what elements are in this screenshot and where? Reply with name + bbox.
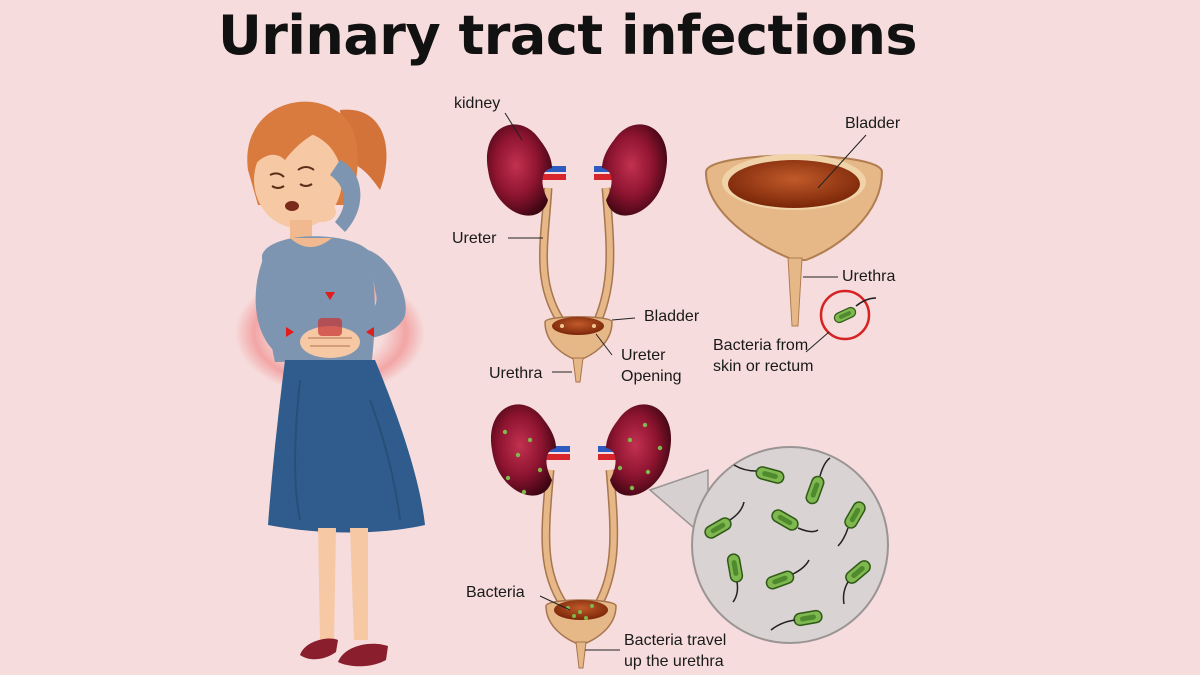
label-bacteria-travel-line2: up the urethra xyxy=(624,653,724,670)
woman-figure xyxy=(235,101,425,667)
label-urethra-small: Urethra xyxy=(489,365,543,382)
label-ureter-opening-line2: Opening xyxy=(621,368,682,385)
label-bacteria: Bacteria xyxy=(466,584,525,601)
urinary-system-healthy xyxy=(486,112,668,383)
kidney-right xyxy=(602,124,668,216)
label-bladder-large: Bladder xyxy=(845,115,901,132)
label-bacteria-from-line1: Bacteria from xyxy=(713,337,809,354)
page-title: Urinary tract infections xyxy=(217,4,918,67)
label-bacteria-travel-line1: Bacteria travel xyxy=(624,632,727,649)
label-bladder-small: Bladder xyxy=(644,308,700,325)
label-bacteria-from-line2: skin or rectum xyxy=(713,358,814,375)
label-urethra-large: Urethra xyxy=(842,268,896,285)
kidney-right-infected xyxy=(606,404,672,496)
bacteria-callout-circle xyxy=(819,289,871,341)
label-ureter: Ureter xyxy=(452,230,497,247)
label-kidney: kidney xyxy=(454,95,501,112)
kidney-left xyxy=(486,124,552,216)
urinary-system-infected xyxy=(490,404,672,669)
label-ureter-opening-line1: Ureter xyxy=(621,347,666,364)
bladder-large xyxy=(704,134,884,353)
magnified-bacteria xyxy=(648,446,889,644)
kidney-left-infected xyxy=(490,404,556,496)
